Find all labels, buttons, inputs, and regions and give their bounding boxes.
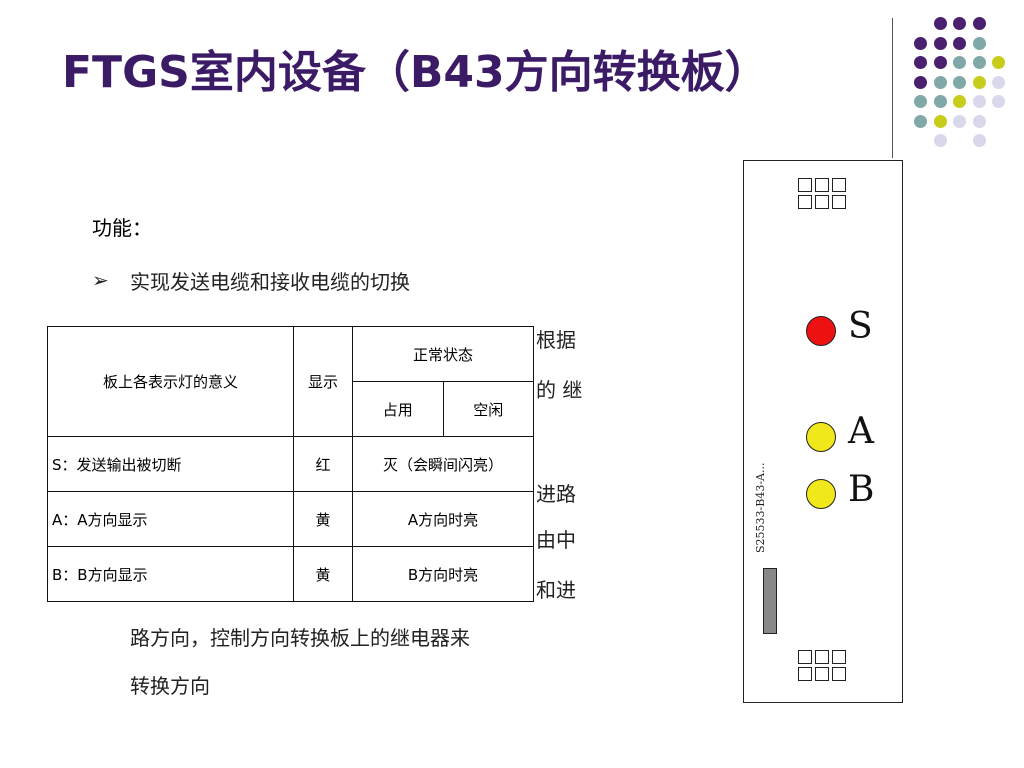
paragraph-fragment: 根据	[536, 328, 576, 352]
bottom-connector-icon	[798, 650, 846, 681]
decor-dot	[992, 56, 1005, 69]
row-display: 红	[293, 436, 354, 492]
decor-dot	[953, 75, 966, 89]
led-b-label: B	[848, 469, 875, 510]
function-label: 功能：	[92, 216, 152, 240]
page-title: FTGS室内设备（B43方向转换板）	[62, 47, 769, 98]
decor-dot	[933, 95, 947, 108]
decor-dot	[953, 114, 966, 128]
decor-dot	[953, 36, 966, 50]
decor-dot	[933, 75, 947, 89]
led-b-icon	[806, 479, 836, 509]
decor-dot	[914, 75, 927, 89]
decor-dot	[914, 56, 927, 69]
paragraph-fragment: 和进	[536, 578, 576, 602]
led-s-icon	[806, 316, 836, 346]
paragraph-line: 转换方向	[130, 674, 210, 698]
table-row: B：B方向显示 黄 B方向时亮	[46, 546, 534, 602]
decor-dot	[972, 36, 986, 50]
led-a-label: A	[848, 411, 874, 452]
header-idle: 空闲	[442, 381, 534, 437]
decor-dot	[972, 56, 986, 69]
decor-dot	[992, 75, 1005, 89]
row-meaning: A：A方向显示	[46, 491, 295, 547]
direction-board: S A B S25533-B43-A...	[743, 160, 903, 703]
row-state: A方向时亮	[352, 491, 534, 547]
row-state: 灭（会瞬间闪亮）	[352, 436, 534, 492]
divider-line	[892, 18, 893, 158]
paragraph-fragment: 进路	[536, 482, 576, 506]
decor-dot	[972, 95, 986, 108]
decor-dot	[933, 134, 947, 147]
decor-dot	[933, 114, 947, 128]
part-number: S25533-B43-A...	[754, 462, 767, 553]
row-display: 黄	[293, 491, 354, 547]
row-state: B方向时亮	[352, 546, 534, 602]
decor-dot	[992, 95, 1005, 108]
edge-connector	[763, 568, 777, 634]
top-connector-icon	[798, 178, 846, 209]
row-meaning: S：发送输出被切断	[46, 436, 295, 492]
table-row: A：A方向显示 黄 A方向时亮	[46, 491, 534, 547]
decor-dot	[933, 17, 947, 30]
header-meaning: 板上各表示灯的意义	[46, 326, 295, 437]
row-display: 黄	[293, 546, 354, 602]
decor-dot	[972, 17, 986, 30]
paragraph-fragment: 的 继	[536, 378, 583, 402]
led-s-label: S	[848, 306, 873, 347]
indicator-table: 板上各表示灯的意义 显示 正常状态 占用 空闲 S：发送输出被切断 红 灭（会瞬…	[46, 326, 534, 602]
decor-dot	[914, 114, 927, 128]
decor-dot	[972, 75, 986, 89]
decor-dot	[914, 36, 927, 50]
paragraph-fragment: 由中	[536, 528, 576, 552]
paragraph-line: 路方向，控制方向转换板上的继电器来	[130, 626, 470, 650]
row-meaning: B：B方向显示	[46, 546, 295, 602]
decor-dot	[953, 95, 966, 108]
decor-dot	[933, 36, 947, 50]
table-row: S：发送输出被切断 红 灭（会瞬间闪亮）	[46, 436, 534, 492]
header-occupied: 占用	[352, 381, 444, 437]
decor-dot	[953, 56, 966, 69]
decor-dot	[972, 114, 986, 128]
bullet-text: 实现发送电缆和接收电缆的切换	[130, 270, 410, 294]
header-display: 显示	[293, 326, 354, 437]
decor-dot	[933, 56, 947, 69]
led-a-icon	[806, 422, 836, 452]
arrow-bullet-icon: ➢	[92, 268, 109, 292]
header-normal-state: 正常状态	[352, 326, 534, 382]
decor-dot	[914, 95, 927, 108]
decor-dot	[972, 134, 986, 147]
decor-dot	[953, 17, 966, 30]
